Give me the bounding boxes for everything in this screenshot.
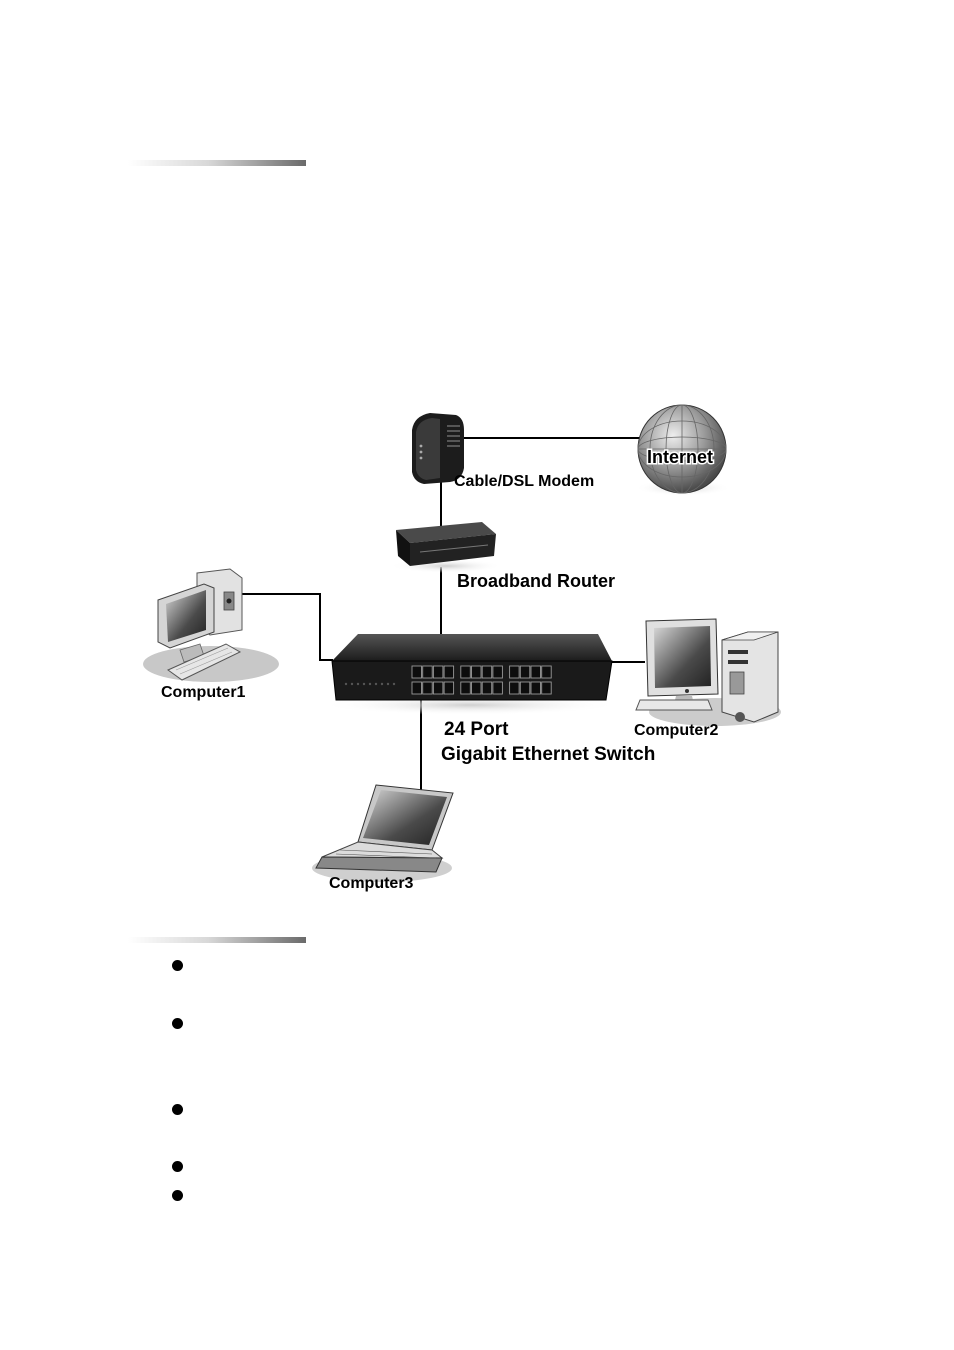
bullet-point-5 <box>172 1190 183 1201</box>
switch-port-23 <box>530 681 541 695</box>
router-label: Broadband Router <box>457 571 615 591</box>
switch-port-2 <box>422 665 433 679</box>
switch-port-18 <box>471 681 482 695</box>
switch-icon <box>320 634 620 715</box>
router-icon <box>390 522 502 573</box>
computer3-icon <box>312 784 454 882</box>
modem-label: Cable/DSL Modem <box>454 473 594 490</box>
switch-port-3 <box>432 665 444 679</box>
switch-port-7 <box>481 665 493 679</box>
modem-icon <box>412 413 464 484</box>
switch-port-17 <box>460 681 471 695</box>
computer1-icon <box>143 568 279 682</box>
switch-port-8 <box>492 665 503 679</box>
switch-port-21 <box>509 681 520 695</box>
internet-label: Internet <box>647 447 713 467</box>
switch-ports <box>411 665 552 695</box>
switch-port-5 <box>460 665 471 679</box>
link-computer1-switch <box>242 593 333 661</box>
switch-port-15 <box>432 681 444 695</box>
switch-port-22 <box>519 681 531 695</box>
switch-port-14 <box>422 681 433 695</box>
switch-port-20 <box>492 681 503 695</box>
switch-port-16 <box>443 681 455 695</box>
section-rule-bottom <box>128 937 306 943</box>
bullet-point-4 <box>172 1161 183 1172</box>
bullet-point-1 <box>172 960 183 971</box>
switch-port-12 <box>541 665 552 679</box>
computer2-icon <box>635 618 781 726</box>
switch-port-4 <box>443 665 455 679</box>
computer1-label: Computer1 <box>161 684 246 701</box>
section-rule-top <box>128 160 306 166</box>
switch-label-line2: Gigabit Ethernet Switch <box>441 744 655 765</box>
switch-port-13 <box>411 681 422 695</box>
switch-label-line1: 24 Port <box>444 719 509 740</box>
computer3-label: Computer3 <box>329 875 414 892</box>
switch-port-11 <box>530 665 541 679</box>
switch-port-10 <box>519 665 531 679</box>
switch-port-9 <box>509 665 520 679</box>
connection-lines <box>242 437 645 790</box>
switch-port-24 <box>541 681 552 695</box>
switch-port-1 <box>411 665 422 679</box>
bullet-point-3 <box>172 1104 183 1115</box>
computer2-label: Computer2 <box>634 722 719 739</box>
internet-globe-icon <box>635 404 731 496</box>
switch-port-6 <box>471 665 482 679</box>
switch-port-19 <box>481 681 493 695</box>
bullet-point-2 <box>172 1018 183 1029</box>
